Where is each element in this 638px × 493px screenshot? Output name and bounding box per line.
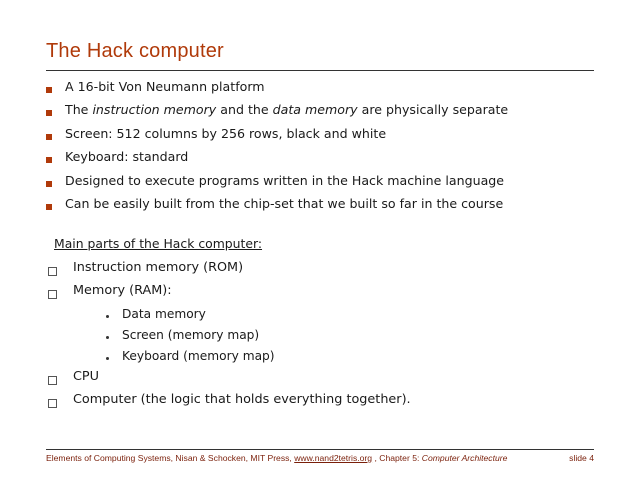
part-item: CPU [48, 368, 606, 385]
part-label: Memory (RAM): [73, 282, 172, 298]
bullet-item: Designed to execute programs written in … [46, 172, 606, 188]
bullet-text-pre: The [65, 102, 93, 118]
square-bullet-icon [46, 157, 52, 164]
sub-part-label: Data memory [122, 306, 206, 321]
hollow-square-bullet-icon [48, 289, 57, 299]
part-item: Computer (the logic that holds everythin… [48, 391, 606, 408]
square-bullet-icon [46, 133, 52, 140]
dot-bullet-icon [106, 335, 109, 339]
sub-part-item: Data memory [106, 307, 606, 321]
sub-part-label: Keyboard (memory map) [122, 348, 275, 363]
bullet-item: Keyboard: standard [46, 149, 606, 165]
part-label: Instruction memory (ROM) [73, 259, 244, 275]
footer-chapter-title: Computer Architecture [421, 453, 508, 463]
bullet-text-mid: and the [216, 102, 273, 118]
hollow-square-bullet-icon [48, 266, 57, 276]
bullet-text: Keyboard: standard [65, 149, 189, 165]
nand2tetris-link[interactable]: www.nand2tetris.org [294, 453, 373, 463]
footer-citation-prefix: Elements of Computing Systems, Nisan & S… [46, 453, 295, 463]
hollow-square-bullet-icon [48, 398, 57, 408]
sub-part-item: Screen (memory map) [106, 328, 606, 342]
bullet-text: Screen: 512 columns by 256 rows, black a… [65, 125, 387, 141]
bullet-text: Designed to execute programs written in … [65, 172, 505, 188]
sub-part-item: Keyboard (memory map) [106, 349, 606, 363]
square-bullet-icon [46, 87, 52, 93]
bullet-text-post: are physically separate [357, 102, 509, 118]
title-divider [46, 70, 594, 71]
bullet-item: Screen: 512 columns by 256 rows, black a… [46, 125, 606, 141]
slide-footer: Elements of Computing Systems, Nisan & S… [46, 453, 594, 463]
slide-number: slide 4 [569, 453, 594, 463]
page-title: The Hack computer [46, 40, 224, 62]
part-item: Memory (RAM): [48, 282, 606, 299]
bullet-item: The instruction memory and the data memo… [46, 103, 606, 117]
section-subheading: Main parts of the Hack computer: [54, 233, 606, 252]
footer-citation-middle: , Chapter 5: [372, 453, 422, 463]
bullet-text-italic-instruction-memory: instruction memory [92, 102, 217, 118]
dot-bullet-icon [106, 356, 109, 360]
square-bullet-icon [46, 180, 52, 187]
bullet-item: Can be easily built from the chip-set th… [46, 196, 606, 212]
bullet-text: The instruction memory and the data memo… [65, 103, 508, 117]
bullet-text-italic-data-memory: data memory [272, 102, 358, 118]
section-subheading-text: Main parts of the Hack computer: [54, 235, 263, 251]
bullet-item: A 16-bit Von Neumann platform [46, 79, 606, 94]
part-label: CPU [73, 368, 100, 384]
part-label: Computer (the logic that holds everythin… [73, 391, 411, 407]
hollow-square-bullet-icon [48, 375, 57, 385]
footer-citation: Elements of Computing Systems, Nisan & S… [46, 453, 507, 463]
square-bullet-icon [46, 204, 52, 211]
footer-divider [46, 449, 594, 450]
square-bullet-icon [46, 110, 52, 117]
part-item: Instruction memory (ROM) [48, 259, 606, 276]
sub-part-label: Screen (memory map) [122, 327, 260, 342]
bullet-text: A 16-bit Von Neumann platform [65, 79, 265, 94]
dot-bullet-icon [106, 314, 109, 318]
slide-body: A 16-bit Von Neumann platform The instru… [46, 79, 606, 416]
bullet-text: Can be easily built from the chip-set th… [65, 196, 504, 212]
